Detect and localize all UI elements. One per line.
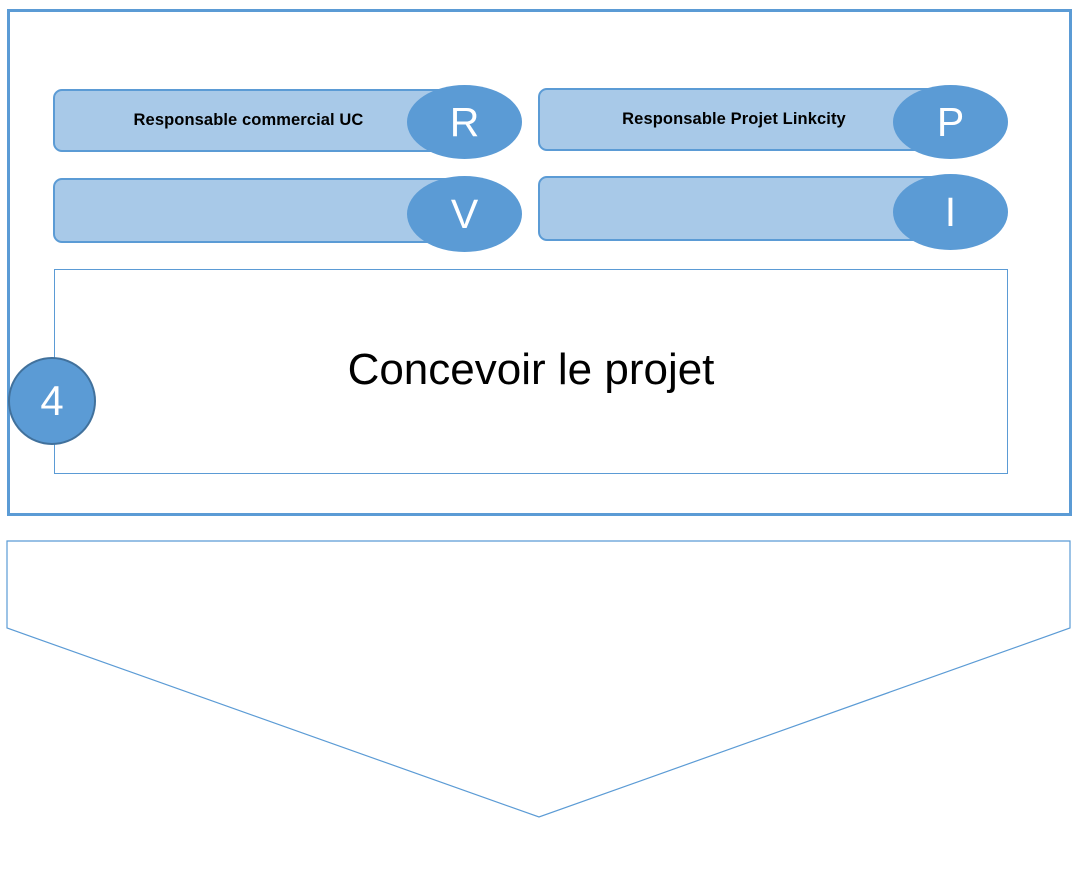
down-chevron-icon xyxy=(6,540,1071,818)
step-number-badge[interactable]: 4 xyxy=(8,357,96,445)
step-number-label: 4 xyxy=(40,377,64,424)
role-bar-empty-right[interactable] xyxy=(538,176,950,241)
role-bar-responsable-commercial[interactable]: Responsable commercial UC xyxy=(53,89,464,152)
chevron-connector xyxy=(0,520,1081,871)
raci-marker-v[interactable]: V xyxy=(407,176,522,252)
raci-marker-label: R xyxy=(449,98,480,145)
raci-marker-i[interactable]: I xyxy=(893,174,1008,250)
activity-box[interactable]: Concevoir le projet xyxy=(54,269,1008,474)
role-bar-label: Responsable Projet Linkcity xyxy=(622,110,846,128)
raci-marker-label: I xyxy=(944,188,957,235)
activity-title: Concevoir le projet xyxy=(347,344,715,394)
raci-marker-p[interactable]: P xyxy=(893,85,1008,159)
raci-marker-label: P xyxy=(936,98,965,145)
raci-marker-r[interactable]: R xyxy=(407,85,522,159)
raci-marker-label: V xyxy=(450,190,479,237)
role-bar-label: Responsable commercial UC xyxy=(133,111,364,129)
role-bar-empty-left[interactable] xyxy=(53,178,464,243)
role-bar-responsable-projet-linkcity[interactable]: Responsable Projet Linkcity xyxy=(538,88,950,151)
